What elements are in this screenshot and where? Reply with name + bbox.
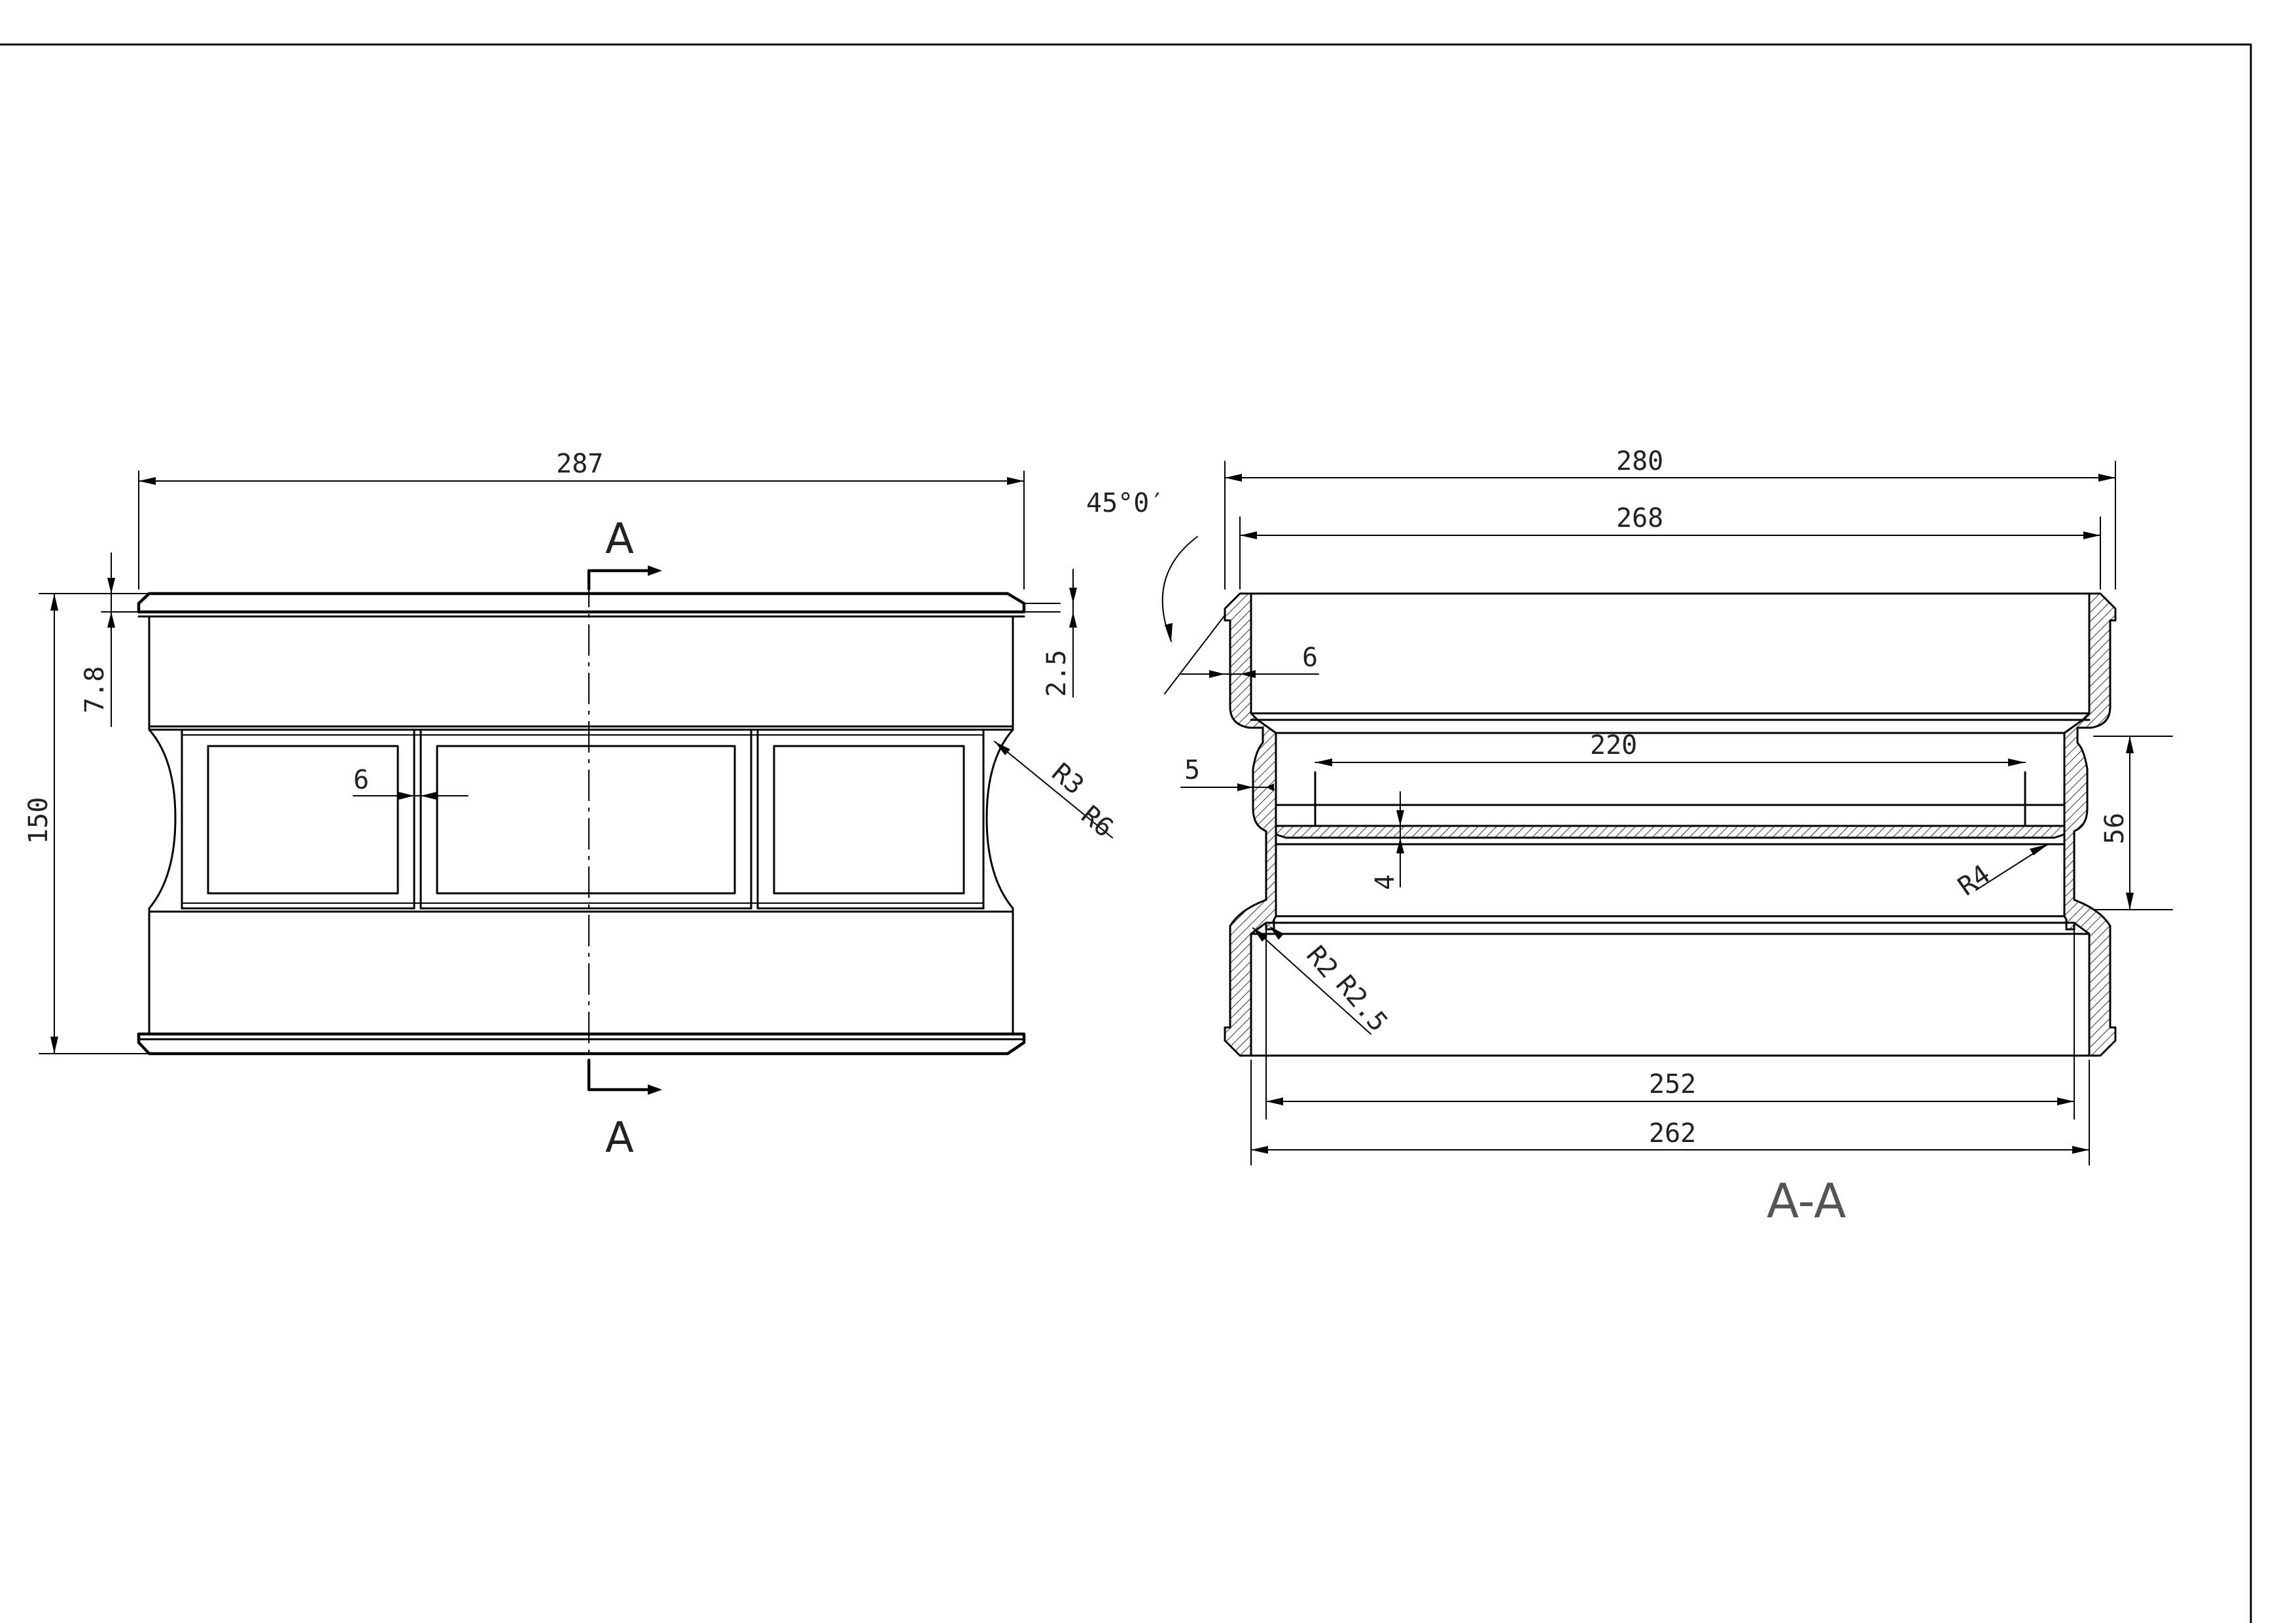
dim-bottom-outer: 262	[1250, 1060, 2090, 1166]
dim-inner-ledge: 220	[1315, 730, 2026, 766]
cut-label-bottom: A	[605, 1114, 634, 1162]
dim-overall-width: 287	[138, 449, 1025, 590]
window-panels	[181, 728, 985, 910]
dim-7-8: 7.8	[80, 666, 110, 713]
dim-r2-5: R2.5	[1330, 970, 1393, 1037]
dim-r6: R6	[1076, 800, 1119, 843]
dim-flange-height: 7.8	[80, 552, 139, 727]
dim-252: 252	[1649, 1069, 1696, 1099]
dim-5: 5	[1184, 755, 1200, 785]
dim-chamfer-angle: 45°0′	[1086, 488, 1226, 694]
dim-56: 56	[2100, 813, 2130, 844]
section-wall-right	[2063, 592, 2117, 1057]
dim-150: 150	[24, 797, 54, 844]
dim-radius-bottom: R2 R2.5	[1252, 926, 1393, 1037]
dim-287: 287	[556, 449, 603, 479]
cut-label-top: A	[605, 515, 634, 563]
dim-rib-width: 6	[353, 765, 468, 800]
dim-268: 268	[1616, 503, 1663, 533]
section-inner-ledge	[1275, 825, 2066, 839]
dim-wall-thickness: 6	[1180, 643, 1319, 678]
dim-radius-ledge: R4	[1952, 844, 2049, 902]
dim-r4: R4	[1952, 859, 1996, 902]
dim-4: 4	[1370, 874, 1400, 890]
dim-r3: R3	[1046, 757, 1089, 800]
dim-lip-step: 2.5	[1023, 569, 1077, 698]
dim-45: 45°0′	[1086, 488, 1165, 518]
section-cut-marker-top: A	[587, 515, 662, 591]
section-view: 280 268 45°0′ 6 5	[1086, 446, 2173, 1228]
dim-groove-wall: 5	[1180, 755, 1274, 791]
dim-280: 280	[1616, 446, 1663, 476]
dim-radius-front: R3 R6	[994, 741, 1119, 844]
section-cut-marker-bottom: A	[587, 1058, 662, 1162]
dim-6-wall: 6	[1302, 643, 1318, 673]
dim-6-rib: 6	[353, 765, 369, 795]
section-title: A-A	[1767, 1173, 1846, 1228]
dim-bottom-inner: 252	[1265, 929, 2075, 1120]
dim-overall-height: 150	[24, 593, 150, 1054]
dim-2-5: 2.5	[1042, 650, 1072, 697]
dim-ledge-step: 4	[1370, 791, 1404, 890]
front-view: A A 287 150	[24, 449, 1119, 1162]
dim-220: 220	[1590, 730, 1637, 760]
section-wall-left	[1224, 592, 1277, 1057]
dim-262: 262	[1649, 1118, 1696, 1149]
dim-groove-height: 56	[2093, 736, 2173, 910]
dim-top-outer: 280	[1224, 446, 2116, 590]
sheet-border	[0, 43, 2252, 1623]
dim-top-inner: 268	[1239, 503, 2101, 590]
